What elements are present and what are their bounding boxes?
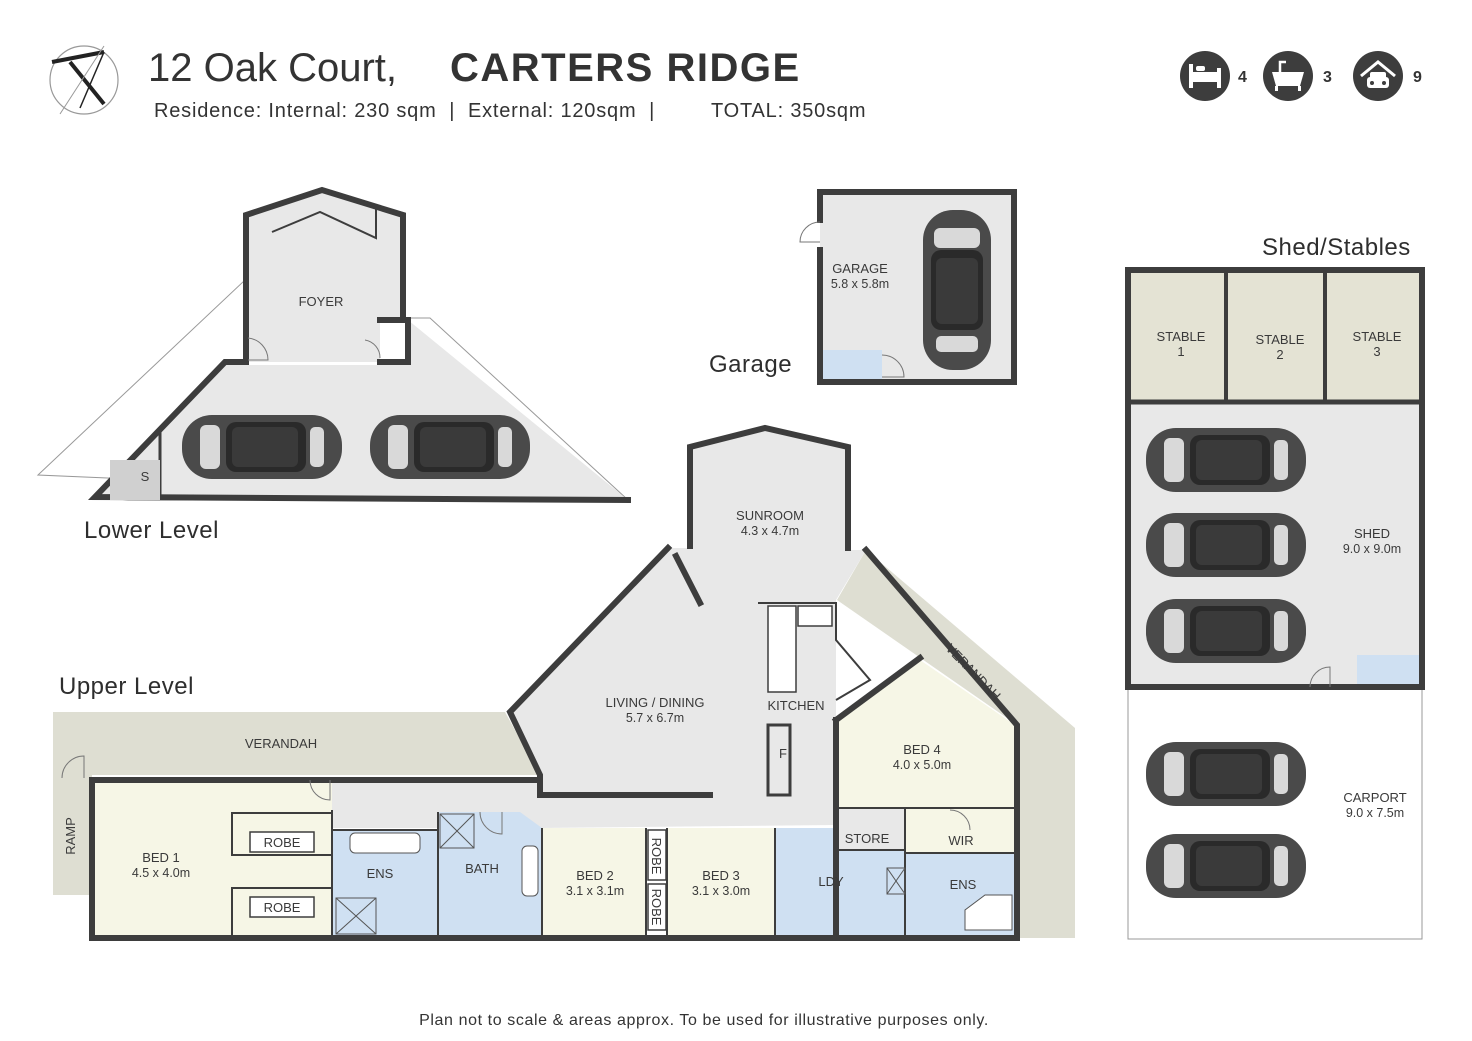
garage: GARAGE 5.8 x 5.8m <box>799 189 1017 385</box>
address-street: 12 Oak Court, <box>148 46 397 90</box>
address-suburb: CARTERS RIDGE <box>450 46 801 90</box>
bed4-dim: 4.0 x 5.0m <box>893 758 951 772</box>
garage-car <box>923 210 991 370</box>
carport-dim: 9.0 x 7.5m <box>1346 806 1404 820</box>
laundry-label: LDY <box>818 874 844 889</box>
bath-icon <box>1272 60 1304 91</box>
bath-count: 3 <box>1323 69 1332 86</box>
stable-2-label: STABLE <box>1256 332 1305 347</box>
bed1-label: BED 1 <box>142 850 180 865</box>
garage-label: GARAGE <box>832 261 888 276</box>
bed3-label: BED 3 <box>702 868 740 883</box>
total-area: TOTAL: 350sqm <box>711 100 866 122</box>
shed-car-2 <box>1146 513 1306 577</box>
section-shed-stables: Shed/Stables <box>1262 234 1411 261</box>
ramp-label: RAMP <box>63 817 78 855</box>
robe-b-label: ROBE <box>264 900 301 915</box>
compass-logo <box>49 45 119 115</box>
garage-car-icon <box>1360 60 1396 88</box>
section-lower-level: Lower Level <box>84 517 219 544</box>
kitchen-label: KITCHEN <box>767 698 824 713</box>
bed-count: 4 <box>1238 69 1247 86</box>
bath-feature: 3 <box>1263 51 1332 101</box>
section-garage: Garage <box>709 351 792 378</box>
robe-d-label: ROBE <box>649 889 664 926</box>
wir-label: WIR <box>948 833 973 848</box>
living-label: LIVING / DINING <box>606 695 705 710</box>
section-upper-level: Upper Level <box>59 673 194 700</box>
areas-text: Residence: Internal: 230 sqm | External:… <box>154 100 655 122</box>
bed2-label: BED 2 <box>576 868 614 883</box>
lower-level: S FOYER <box>36 186 632 504</box>
bed1-dim: 4.5 x 4.0m <box>132 866 190 880</box>
store-label: STORE <box>845 831 890 846</box>
ens2-label: ENS <box>950 877 977 892</box>
sunroom-dim: 4.3 x 4.7m <box>741 524 799 538</box>
stable-3-number: 3 <box>1373 344 1380 359</box>
sunroom-label: SUNROOM <box>736 508 804 523</box>
bed-icon <box>1189 64 1221 88</box>
shed-label: SHED <box>1354 526 1390 541</box>
stable-3-label: STABLE <box>1353 329 1402 344</box>
shed-car-1 <box>1146 428 1306 492</box>
bed4-label: BED 4 <box>903 742 941 757</box>
stable-2-number: 2 <box>1276 347 1283 362</box>
verandah-top-label: VERANDAH <box>245 736 317 751</box>
disclaimer: Plan not to scale & areas approx. To be … <box>419 1012 989 1029</box>
bed3-dim: 3.1 x 3.0m <box>692 884 750 898</box>
bed2-dim: 3.1 x 3.1m <box>566 884 624 898</box>
fridge-label: F <box>779 746 787 761</box>
foyer-label: FOYER <box>299 294 344 309</box>
bath-label: BATH <box>465 861 499 876</box>
shed-stables: STABLE 1 STABLE 2 STABLE 3 SHED 9.0 x 9.… <box>1125 267 1425 940</box>
shed-dim: 9.0 x 9.0m <box>1343 542 1401 556</box>
lower-store-label: S <box>141 469 150 484</box>
car-feature: 9 <box>1353 51 1422 101</box>
lower-car-1 <box>182 415 342 479</box>
upper-level: SUNROOM 4.3 x 4.7m LIVING / DINING 5.7 x… <box>53 354 1331 941</box>
stable-1-label: STABLE <box>1157 329 1206 344</box>
ens1-label: ENS <box>367 866 394 881</box>
robe-c-label: ROBE <box>649 838 664 875</box>
robe-a-label: ROBE <box>264 835 301 850</box>
carport-car-1 <box>1146 742 1306 806</box>
garage-dim: 5.8 x 5.8m <box>831 277 889 291</box>
shed-car-3 <box>1146 599 1306 663</box>
car-count: 9 <box>1413 69 1422 86</box>
carport-car-2 <box>1146 834 1306 898</box>
living-dim: 5.7 x 6.7m <box>626 711 684 725</box>
stable-1-number: 1 <box>1177 344 1184 359</box>
lower-car-2 <box>370 415 530 479</box>
carport-label: CARPORT <box>1343 790 1406 805</box>
bed-feature: 4 <box>1180 51 1247 101</box>
